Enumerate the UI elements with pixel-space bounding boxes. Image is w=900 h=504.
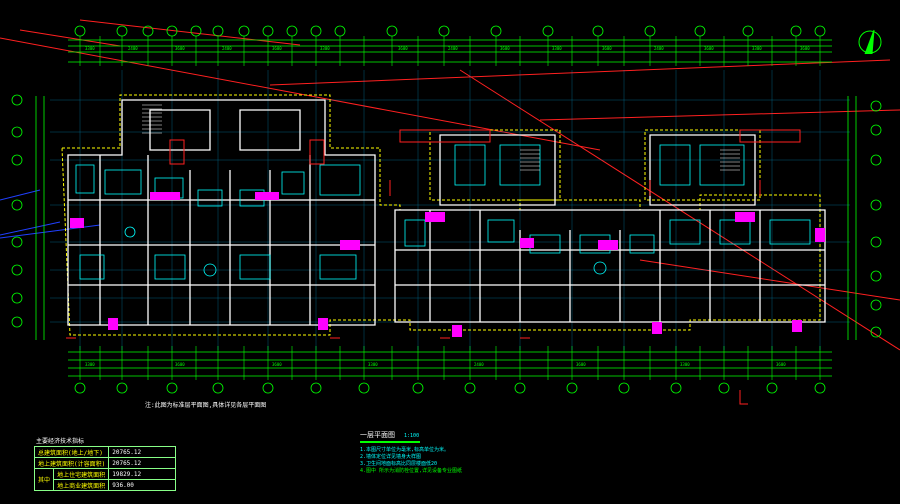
dimension-ticks xyxy=(79,36,821,380)
dimension-labels: 3300 2400 3600 2400 3600 3300 3600 2400 3600 3… xyxy=(85,46,810,367)
svg-text:3600: 3600 xyxy=(776,362,786,367)
svg-text:2400: 2400 xyxy=(448,46,458,51)
legend-title: 主要经济技术指标 xyxy=(36,438,85,445)
title-underline xyxy=(360,441,420,443)
svg-text:3600: 3600 xyxy=(800,46,810,51)
plan-title-row: 一层平面图 1:100 xyxy=(360,432,462,440)
table-row: 总建筑面积(地上/地下) 20765.12 xyxy=(33,446,177,458)
table-cell-label: 总建筑面积(地上/地下) xyxy=(33,446,110,458)
svg-text:3600: 3600 xyxy=(500,46,510,51)
svg-text:3600: 3600 xyxy=(602,46,612,51)
svg-text:3600: 3600 xyxy=(704,46,714,51)
svg-text:3300: 3300 xyxy=(368,362,378,367)
svg-text:3600: 3600 xyxy=(175,46,185,51)
red-reference-lines xyxy=(0,19,900,351)
red-markers xyxy=(66,129,801,405)
note-line: 1.本图尺寸单位为毫米,标高单位为米。 xyxy=(360,447,450,453)
axis-bubbles-right xyxy=(870,100,882,338)
note-line: 2.墙体定位详见墙身大样图 xyxy=(360,454,422,460)
plan-note: 注:此图为标准层平面图,具体详见各层平面图 xyxy=(145,402,267,409)
svg-text:3300: 3300 xyxy=(752,46,762,51)
table-cell-value: 20765.12 xyxy=(108,457,177,469)
plan-scale: 1:100 xyxy=(404,433,420,439)
axis-bubbles-bottom xyxy=(74,382,826,394)
drawing-notes: 一层平面图 1:100 1.本图尺寸单位为毫米,标高单位为米。 2.墙体定位详见… xyxy=(360,432,462,475)
svg-text:3600: 3600 xyxy=(272,46,282,51)
svg-text:2400: 2400 xyxy=(128,46,138,51)
walls xyxy=(67,99,826,326)
blue-reference-lines xyxy=(0,189,101,239)
table-row: 地上建筑面积(计容面积) 20765.12 xyxy=(33,457,177,469)
table-group-cell: 其中 xyxy=(33,468,55,491)
table-cell-value: 20765.12 xyxy=(108,446,177,458)
table-cell-label: 地上住宅建筑面积 xyxy=(53,468,110,480)
svg-text:3600: 3600 xyxy=(175,362,185,367)
svg-text:3300: 3300 xyxy=(85,46,95,51)
table-cell-label: 地上建筑面积(计容面积) xyxy=(33,457,110,469)
plan-title: 一层平面图 xyxy=(360,431,395,439)
economic-indicator-table: 总建筑面积(地上/地下) 20765.12 地上建筑面积(计容面积) 20765… xyxy=(33,446,177,491)
svg-text:2400: 2400 xyxy=(222,46,232,51)
dimension-lines xyxy=(35,39,857,377)
svg-text:3600: 3600 xyxy=(576,362,586,367)
svg-text:3300: 3300 xyxy=(320,46,330,51)
svg-text:3300: 3300 xyxy=(85,362,95,367)
note-line: 3.卫生间地面标高比同层楼面低20 xyxy=(360,461,438,467)
north-arrow-icon xyxy=(858,29,882,55)
svg-text:3600: 3600 xyxy=(272,362,282,367)
table-cell-value: 19829.12 xyxy=(108,468,177,480)
svg-text:3300: 3300 xyxy=(552,46,562,51)
axis-bubbles-left xyxy=(11,94,23,328)
note-line: 4.图中 所示为消防栓位置,详见设备专业图纸 xyxy=(360,468,463,474)
table-cell-label: 地上商业建筑面积 xyxy=(53,479,110,491)
table-cell-value: 936.00 xyxy=(108,479,177,491)
svg-text:2400: 2400 xyxy=(474,362,484,367)
svg-text:2400: 2400 xyxy=(654,46,664,51)
table-row: 其中 地上住宅建筑面积 19829.12 xyxy=(33,468,177,491)
svg-text:3300: 3300 xyxy=(680,362,690,367)
stair-hatching xyxy=(142,104,740,171)
axis-bubbles-top xyxy=(74,25,826,37)
table-row: 地上商业建筑面积 936.00 xyxy=(35,479,177,491)
svg-text:3600: 3600 xyxy=(398,46,408,51)
magenta-accents xyxy=(70,192,825,337)
